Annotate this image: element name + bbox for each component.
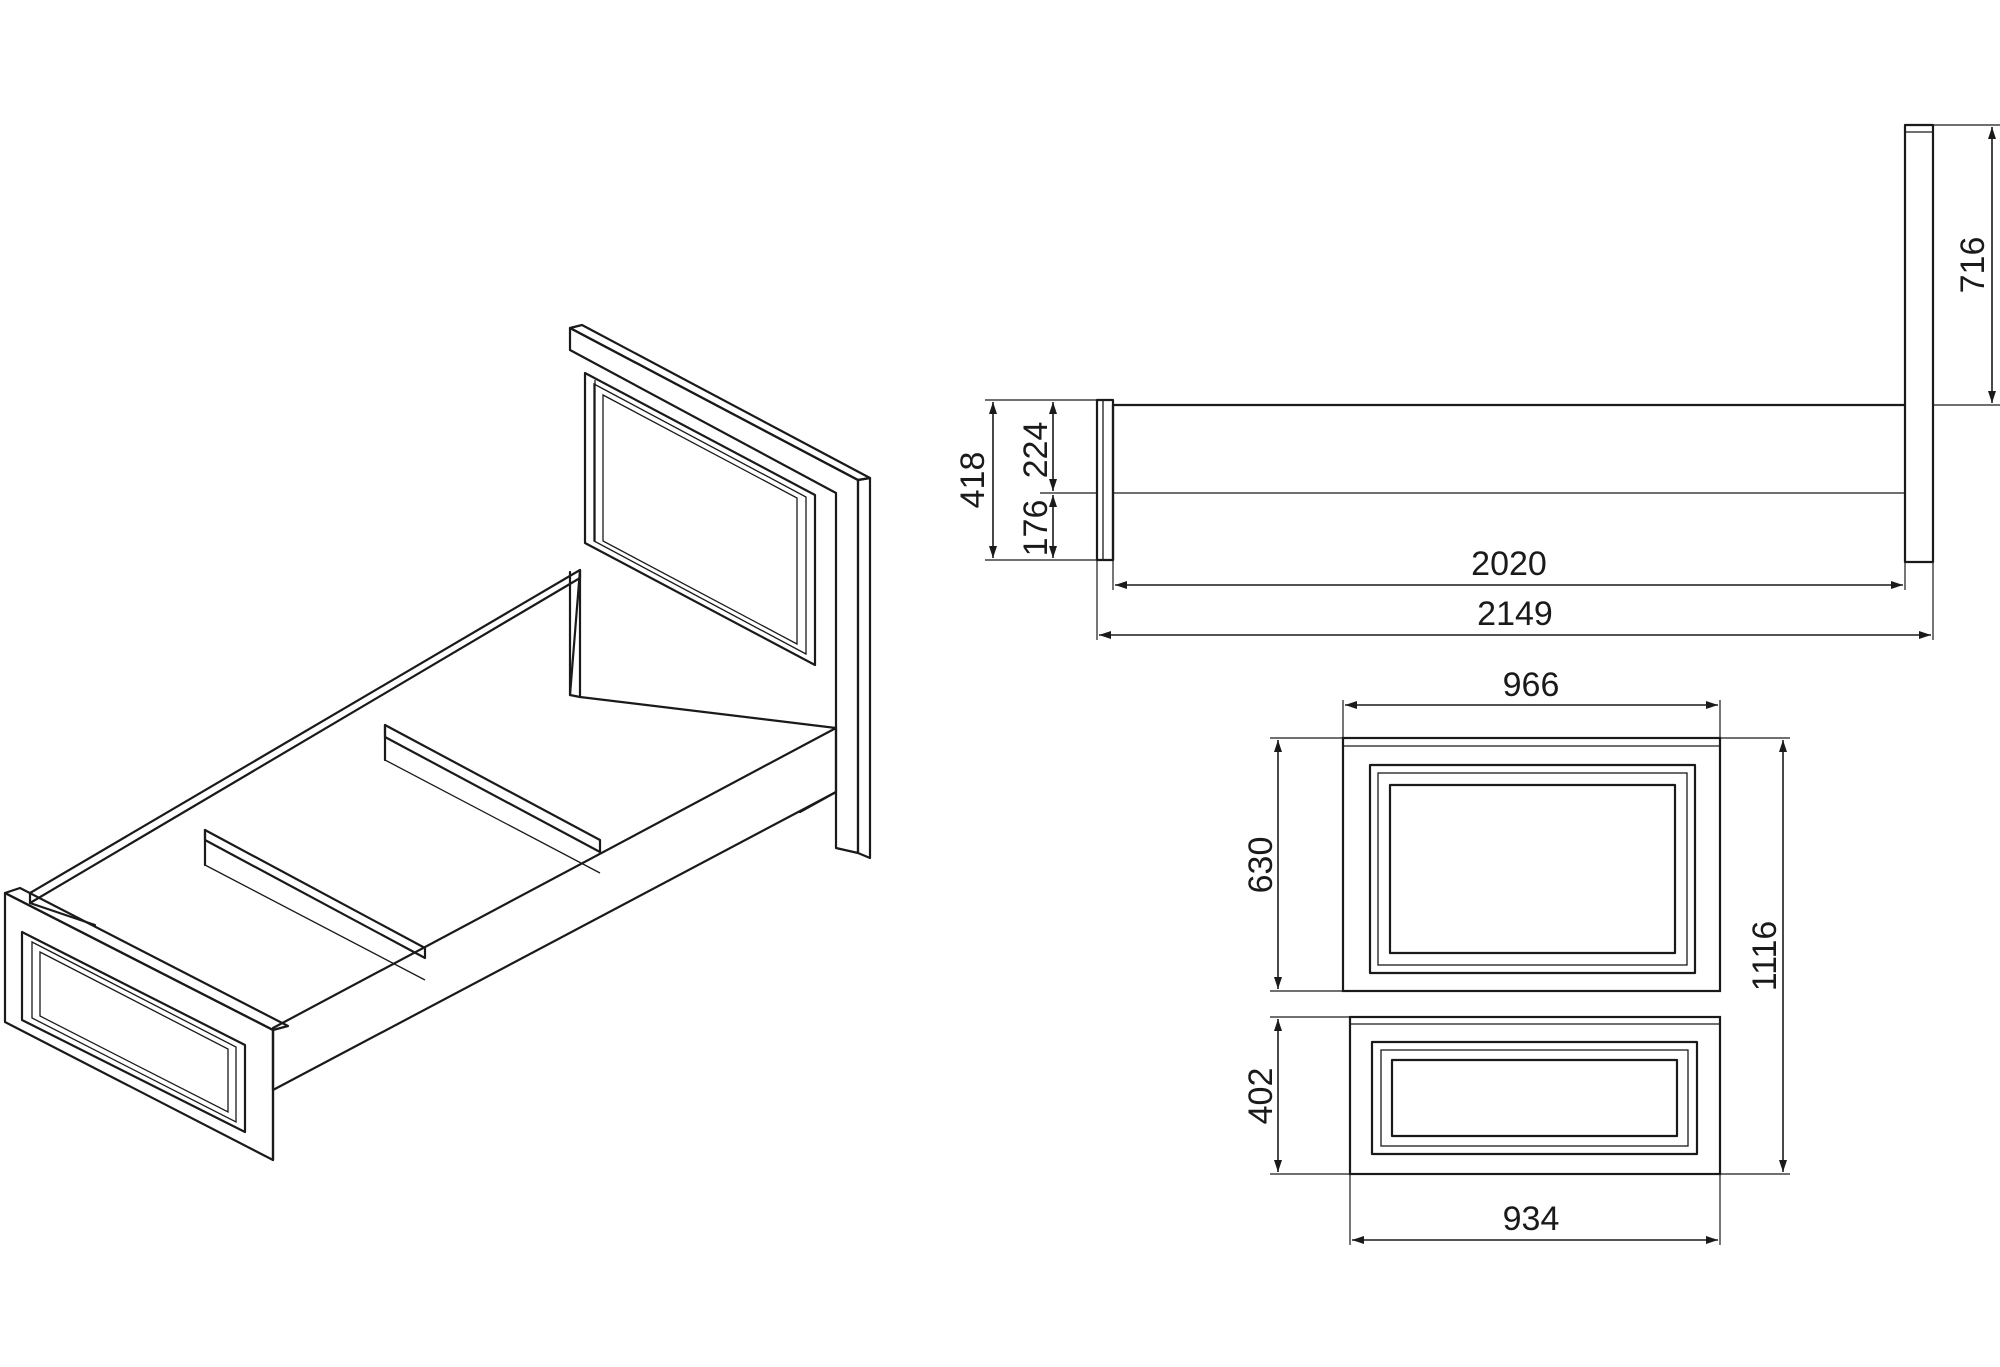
headboard-iso: [568, 323, 872, 860]
headboard-profile: [1903, 123, 1935, 564]
dim-934: 934: [1503, 1200, 1560, 1238]
side-elevation-view: 716 418 224 176 2020 2149: [954, 123, 2000, 640]
dim-1116: 1116: [1746, 921, 1784, 992]
front-elevation-view: 966 934 630 402 1116: [1242, 666, 1790, 1245]
side-rail-left: [28, 568, 838, 905]
footboard-front: [1348, 1015, 1722, 1176]
footboard-profile: [1095, 398, 1115, 562]
headboard-front: [1341, 736, 1722, 993]
dim-2020: 2020: [1471, 545, 1547, 583]
dim-630: 630: [1242, 837, 1280, 894]
dim-402: 402: [1242, 1068, 1280, 1125]
dim-966: 966: [1503, 666, 1560, 704]
dim-716: 716: [1954, 237, 1992, 294]
side-rail-right: [271, 726, 838, 1092]
dim-2149: 2149: [1477, 595, 1553, 633]
dim-224: 224: [1017, 422, 1055, 479]
dim-418: 418: [954, 452, 992, 509]
dim-176: 176: [1017, 500, 1055, 557]
footboard-iso: [3, 886, 290, 1162]
slats: [203, 723, 602, 981]
isometric-bed-view: [3, 323, 872, 1162]
